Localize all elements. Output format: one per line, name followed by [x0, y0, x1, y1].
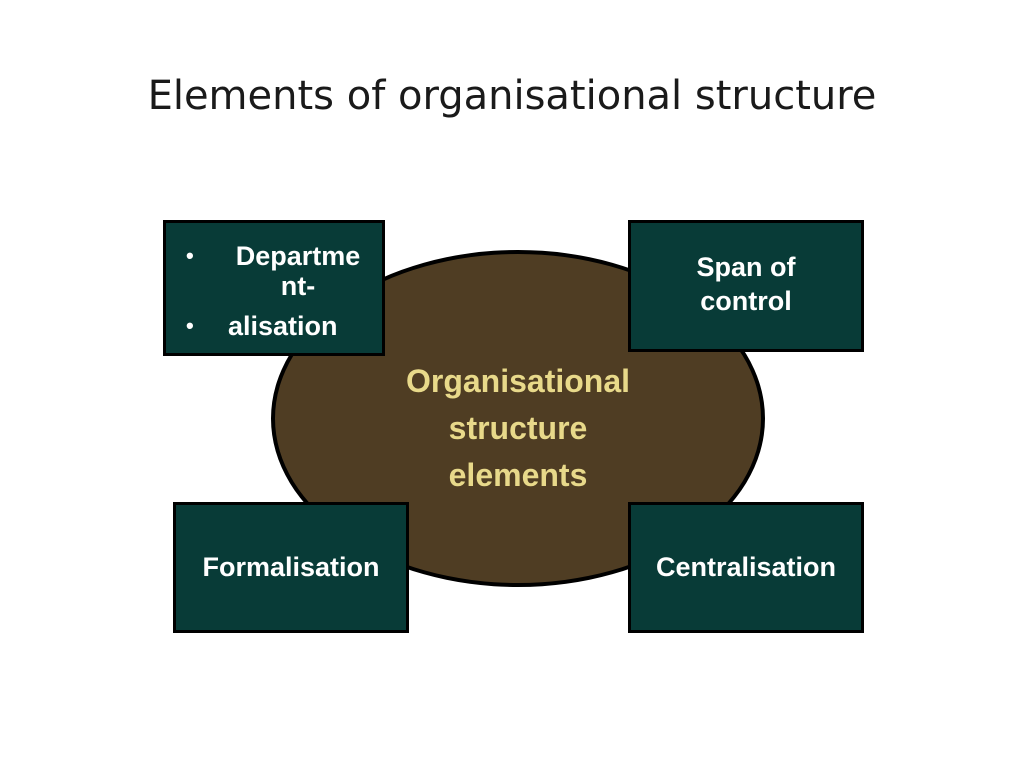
span-of-control-line-1: Span of [696, 252, 796, 282]
bullet-icon: • [186, 313, 194, 338]
bullet-item-1: • Departme nt- [180, 241, 372, 301]
center-label: Organisational structure elements [271, 358, 765, 499]
bullet-text-2: alisation [228, 311, 338, 341]
span-of-control-line-2: control [700, 286, 792, 316]
box-centralisation: Centralisation [628, 502, 864, 633]
slide-title: Elements of organisational structure [147, 73, 877, 119]
bullet-icon: • [186, 243, 194, 268]
box-span-of-control: Span of control [628, 220, 864, 352]
box-formalisation: Formalisation [173, 502, 409, 633]
span-of-control-label: Span of control [697, 250, 796, 318]
box-departmentalisation: • Departme nt- • alisation [163, 220, 385, 356]
centralisation-label: Centralisation [655, 552, 837, 582]
center-label-line-3: elements [448, 457, 588, 493]
center-label-line-1: Organisational [405, 363, 631, 399]
bullet-item-2: • alisation [180, 311, 372, 341]
center-label-line-2: structure [448, 410, 588, 446]
formalisation-label: Formalisation [202, 552, 380, 582]
bullet-text-1: Departme nt- [235, 241, 361, 301]
